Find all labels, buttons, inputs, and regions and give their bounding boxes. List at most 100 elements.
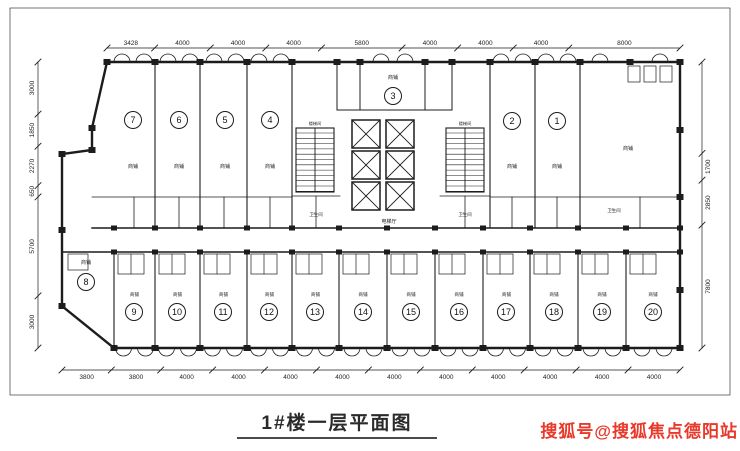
- svg-text:5800: 5800: [354, 40, 369, 47]
- sheet-border: [9, 7, 731, 396]
- core-walls: [67, 61, 681, 271]
- svg-text:10: 10: [172, 307, 182, 317]
- partition-walls: [113, 61, 627, 349]
- svg-text:8000: 8000: [617, 40, 632, 47]
- svg-text:4000: 4000: [286, 40, 301, 47]
- svg-text:7800: 7800: [705, 279, 712, 294]
- svg-text:4000: 4000: [175, 40, 190, 47]
- svg-text:4000: 4000: [387, 374, 402, 381]
- stairwell: [295, 127, 335, 193]
- columns: [58, 59, 684, 351]
- svg-text:商铺: 商铺: [265, 291, 275, 298]
- dimensions: 3 4 2 8 4000 4000 4000 5800 4000 4000 4000 8000 3800…: [29, 40, 712, 381]
- unit-badge: 19: [593, 303, 611, 321]
- unit-badge: 6: [170, 111, 188, 129]
- svg-text:3000: 3000: [29, 80, 36, 95]
- svg-text:13: 13: [310, 307, 320, 317]
- svg-text:6: 6: [176, 115, 181, 125]
- svg-text:商铺: 商铺: [220, 163, 230, 170]
- svg-text:商铺: 商铺: [130, 291, 140, 298]
- svg-text:商铺: 商铺: [311, 291, 321, 298]
- svg-text:电梯厅: 电梯厅: [381, 218, 396, 225]
- unit-badge: 5: [216, 111, 234, 129]
- svg-text:16: 16: [454, 307, 464, 317]
- unit-badge: 20: [644, 303, 662, 321]
- corridor: [61, 227, 681, 253]
- svg-text:商铺: 商铺: [81, 259, 91, 266]
- svg-text:卫生间: 卫生间: [309, 211, 322, 218]
- unit-badge: 13: [306, 303, 324, 321]
- svg-text:4000: 4000: [283, 374, 298, 381]
- svg-text:19: 19: [597, 307, 607, 317]
- svg-text:4000: 4000: [534, 40, 549, 47]
- unit-badge: 18: [545, 303, 563, 321]
- svg-text:商铺: 商铺: [388, 74, 398, 81]
- unit-badge: 15: [402, 303, 420, 321]
- svg-text:1700: 1700: [705, 159, 712, 174]
- svg-text:5: 5: [222, 115, 227, 125]
- svg-text:1: 1: [554, 116, 559, 126]
- svg-text:商铺: 商铺: [552, 163, 562, 170]
- bottom-toilet-boxes: [117, 253, 657, 275]
- svg-text:商铺: 商铺: [648, 291, 658, 298]
- svg-text:2270: 2270: [29, 158, 36, 173]
- svg-text:卫生间: 卫生间: [607, 207, 620, 214]
- unit-badge: 11: [214, 303, 232, 321]
- svg-text:3: 3: [390, 91, 395, 101]
- svg-text:11: 11: [218, 307, 227, 317]
- svg-text:4000: 4000: [423, 40, 438, 47]
- svg-text:2: 2: [509, 116, 514, 126]
- svg-text:18: 18: [549, 307, 559, 317]
- svg-text:4000: 4000: [647, 374, 662, 381]
- unit-badge: 9: [125, 303, 143, 321]
- elevator-shafts: [351, 119, 415, 211]
- svg-text:商铺: 商铺: [623, 145, 633, 152]
- svg-text:12: 12: [264, 307, 274, 317]
- svg-text:7: 7: [130, 115, 135, 125]
- svg-text:4000: 4000: [335, 374, 350, 381]
- svg-text:楼梯间: 楼梯间: [459, 120, 472, 127]
- svg-text:商铺: 商铺: [265, 163, 275, 170]
- svg-text:商铺: 商铺: [597, 291, 607, 298]
- svg-text:650: 650: [29, 185, 36, 196]
- svg-text:4000: 4000: [231, 40, 246, 47]
- svg-text:2850: 2850: [705, 195, 712, 210]
- unit-badge: 17: [497, 303, 515, 321]
- watermark-text: 搜狐号@搜狐焦点德阳站: [540, 422, 738, 441]
- svg-text:3800: 3800: [129, 374, 144, 381]
- unit-badge: 10: [168, 303, 186, 321]
- svg-text:20: 20: [648, 307, 658, 317]
- unit-badge: 14: [354, 303, 372, 321]
- drawing-title: 1#楼一层平面图: [237, 408, 437, 439]
- svg-text:4: 4: [267, 115, 272, 125]
- unit-badge: 8: [77, 273, 95, 291]
- room-labels: 商铺商铺商铺商铺商铺商铺商铺商铺商铺商铺商铺商铺商铺商铺商铺商铺商铺商铺商铺商铺…: [81, 74, 658, 298]
- svg-text:商铺: 商铺: [454, 291, 464, 298]
- unit-badge: 1: [548, 112, 566, 130]
- unit-badge: 2: [503, 112, 521, 130]
- stairwell: [445, 127, 485, 193]
- svg-text:4000: 4000: [491, 374, 506, 381]
- svg-text:商铺: 商铺: [174, 163, 184, 170]
- unit-badge: 7: [124, 111, 142, 129]
- svg-text:4000: 4000: [231, 374, 246, 381]
- svg-text:楼梯间: 楼梯间: [309, 120, 322, 127]
- svg-text:商铺: 商铺: [549, 291, 559, 298]
- svg-text:9: 9: [131, 307, 136, 317]
- svg-text:3000: 3000: [29, 314, 36, 329]
- svg-text:14: 14: [358, 307, 368, 317]
- svg-text:5700: 5700: [29, 239, 36, 254]
- svg-text:4000: 4000: [179, 374, 194, 381]
- svg-text:4000: 4000: [478, 40, 493, 47]
- svg-text:15: 15: [406, 307, 416, 317]
- unit-badge: 12: [260, 303, 278, 321]
- svg-text:3800: 3800: [79, 374, 94, 381]
- svg-text:4000: 4000: [595, 374, 610, 381]
- unit-badge: 16: [450, 303, 468, 321]
- svg-text:商铺: 商铺: [406, 291, 416, 298]
- svg-text:商铺: 商铺: [358, 291, 368, 298]
- svg-text:4000: 4000: [439, 374, 454, 381]
